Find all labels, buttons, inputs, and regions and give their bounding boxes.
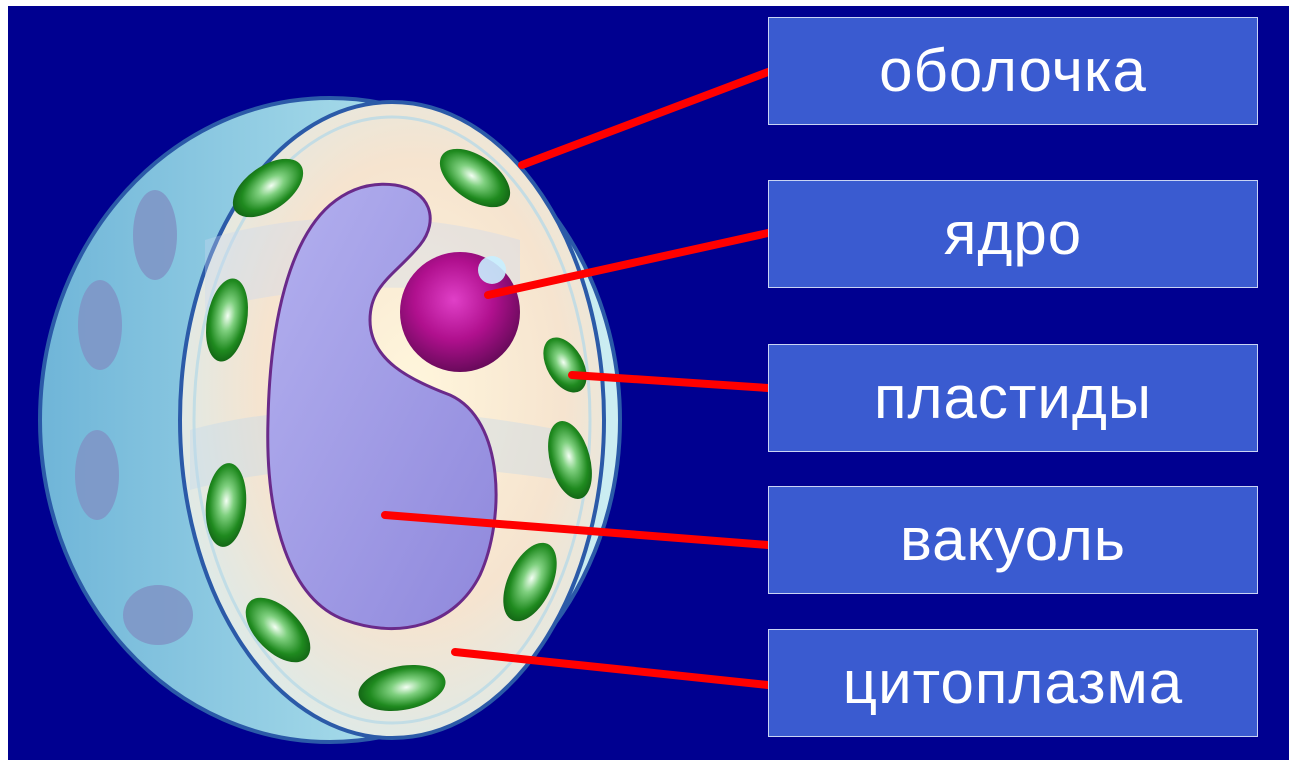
label-plastids: пластиды xyxy=(768,344,1258,452)
nucleus-highlight xyxy=(478,256,506,284)
label-nucleus: ядро xyxy=(768,180,1258,288)
label-cytoplasm: цитоплазма xyxy=(768,629,1258,737)
label-membrane: оболочка xyxy=(768,17,1258,125)
label-vacuole-text: вакуоль xyxy=(900,510,1126,570)
wall-pore xyxy=(133,190,177,280)
wall-pore xyxy=(123,585,193,645)
wall-pore xyxy=(75,430,119,520)
label-plastids-text: пластиды xyxy=(874,368,1152,428)
wall-pore xyxy=(78,280,122,370)
label-nucleus-text: ядро xyxy=(944,204,1082,264)
pointer-line-membrane xyxy=(522,72,768,165)
label-vacuole: вакуоль xyxy=(768,486,1258,594)
label-membrane-text: оболочка xyxy=(879,41,1147,101)
label-cytoplasm-text: цитоплазма xyxy=(843,653,1183,713)
